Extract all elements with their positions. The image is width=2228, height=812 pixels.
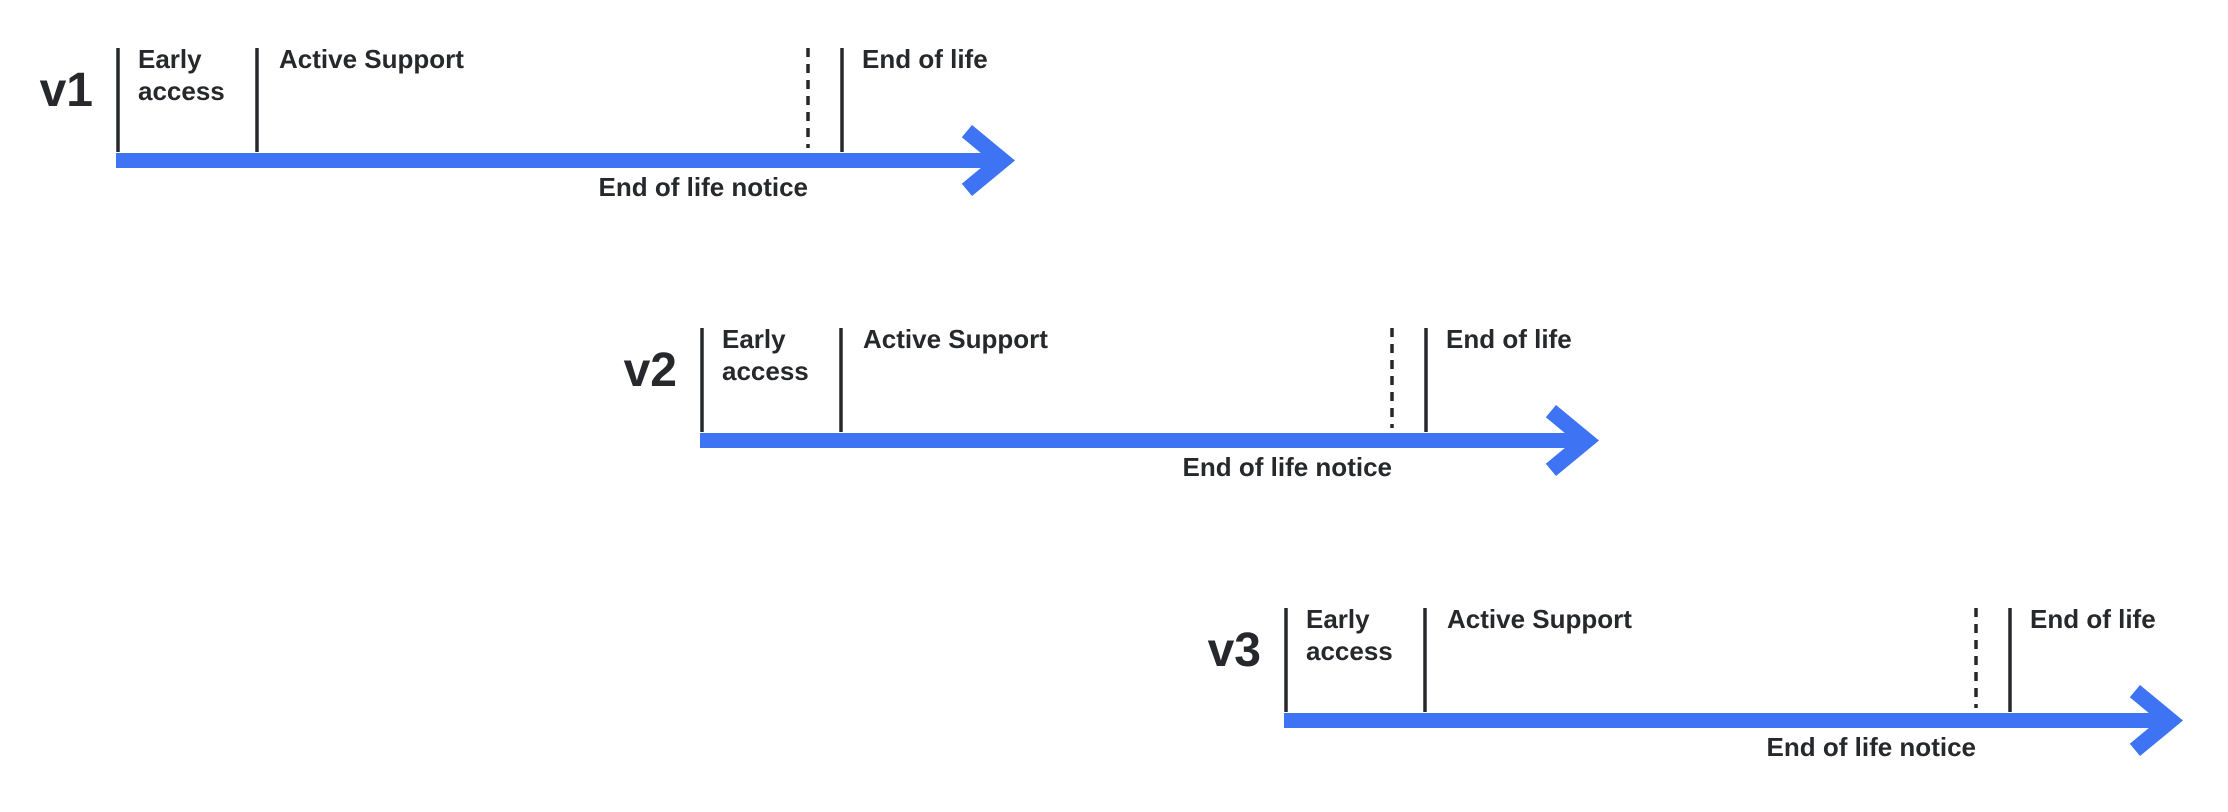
- timeline-graphic: [1284, 608, 2183, 756]
- version-label: v3: [1207, 624, 1261, 677]
- active-support-label: Active Support: [863, 324, 1048, 354]
- early-access-label: Early access: [722, 324, 809, 386]
- timeline-graphic: [116, 48, 1015, 196]
- end-of-life-label: End of life: [1446, 324, 1572, 354]
- version-label: v1: [39, 64, 93, 117]
- active-support-label: Active Support: [279, 44, 464, 74]
- early-access-label: Early access: [1306, 604, 1393, 666]
- end-of-life-label: End of life: [2030, 604, 2156, 634]
- end-of-life-label: End of life: [862, 44, 988, 74]
- eol-notice-label: End of life notice: [598, 172, 808, 202]
- timeline-arrow-shaft: [700, 433, 1574, 448]
- version-label: v2: [623, 344, 677, 397]
- timeline-arrowhead-icon: [2129, 685, 2183, 756]
- eol-notice-label: End of life notice: [1182, 452, 1392, 482]
- timeline-arrowhead-icon: [961, 125, 1015, 196]
- early-access-label: Early access: [138, 44, 225, 106]
- timeline-graphic: [700, 328, 1599, 476]
- eol-notice-label: End of life notice: [1766, 732, 1976, 762]
- timeline-arrowhead-icon: [1545, 405, 1599, 476]
- active-support-label: Active Support: [1447, 604, 1632, 634]
- timeline-arrow-shaft: [1284, 713, 2158, 728]
- timeline-arrow-shaft: [116, 153, 990, 168]
